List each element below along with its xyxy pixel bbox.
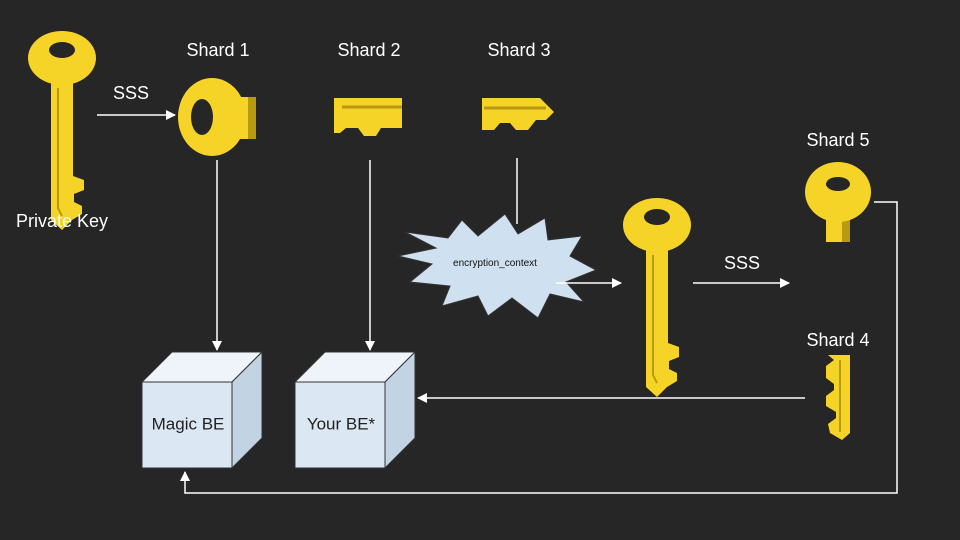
- shard1-label: Shard 1: [186, 40, 250, 60]
- your-be-cube-icon: [293, 350, 417, 470]
- reconstructed-key-icon: [622, 197, 692, 398]
- shard4-label: Shard 4: [806, 330, 870, 350]
- shard5-label: Shard 5: [806, 130, 870, 150]
- arrow-shard5-to-magic-be: [180, 201, 898, 494]
- shard3-label: Shard 3: [487, 40, 551, 60]
- encryption-context-burst: [397, 213, 598, 319]
- sss-label-top: SSS: [112, 83, 150, 103]
- magic-be-cube-icon: [140, 350, 264, 470]
- shard2-label: Shard 2: [337, 40, 401, 60]
- shard1-key-head-icon: [178, 78, 256, 156]
- shard5-key-head-icon: [805, 162, 871, 242]
- shard4-key-blade-icon: [826, 355, 850, 440]
- private-key-icon: [27, 30, 97, 231]
- shard3-key-blade-icon: [482, 98, 554, 130]
- shard2-key-blade-icon: [334, 98, 402, 136]
- magic-be-label: Magic BE: [151, 414, 225, 434]
- encryption-context-label: encryption_context: [453, 258, 537, 269]
- sss-label-middle: SSS: [723, 253, 761, 273]
- your-be-label: Your BE*: [306, 414, 376, 434]
- private-key-label: Private Key: [15, 211, 109, 231]
- connectors: [97, 110, 898, 494]
